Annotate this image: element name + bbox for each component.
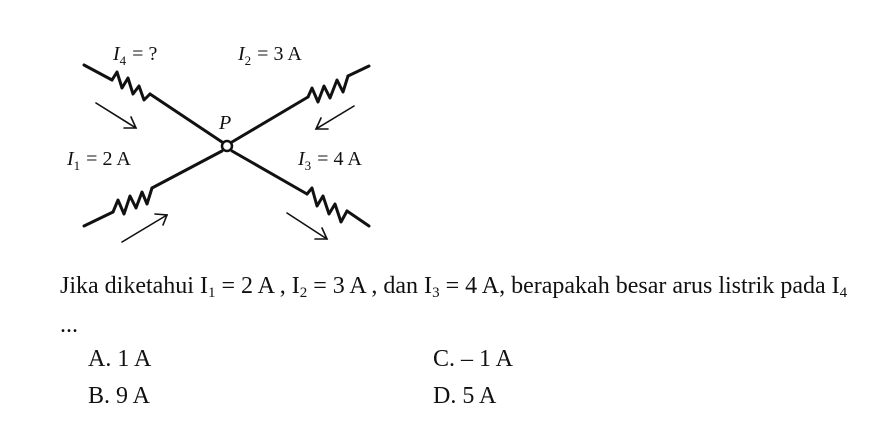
question-part: = 3 A , dan I <box>307 273 433 299</box>
label-i1: I1= 2 A <box>66 148 131 173</box>
label-i2: I2= 3 A <box>237 43 302 68</box>
wire-i4 <box>82 63 224 144</box>
question-part: Jika diketahui I <box>60 273 208 299</box>
wire-i1 <box>82 149 224 228</box>
arrow-i2-icon <box>314 105 355 130</box>
option-c[interactable]: C. – 1 A <box>433 346 514 372</box>
option-b[interactable]: B. 9 A <box>88 383 151 409</box>
question-part: ... <box>60 312 78 338</box>
arrow-i3-icon <box>286 212 329 240</box>
junction-node <box>220 139 234 153</box>
label-i3: I3= 4 A <box>297 148 362 173</box>
node-label: P <box>218 112 231 134</box>
arrow-i1-icon <box>121 213 169 243</box>
question-text: Jika diketahui I1 = 2 A , I2 = 3 A , dan… <box>60 268 850 343</box>
arrow-i4-icon <box>95 102 138 129</box>
question-subscript: 2 <box>299 285 308 301</box>
question-part: = 2 A , I <box>215 273 300 299</box>
question-subscript: 3 <box>432 285 440 301</box>
option-d[interactable]: D. 5 A <box>433 383 497 409</box>
wire-i3 <box>230 149 371 228</box>
question-subscript: 4 <box>839 285 848 301</box>
question-subscript: 1 <box>207 285 216 301</box>
wire-i2 <box>230 64 371 144</box>
question-part: = 4 A, berapakah besar arus listrik pada… <box>439 273 840 299</box>
option-a[interactable]: A. 1 A <box>88 346 152 372</box>
label-i4: I4= ? <box>112 43 157 68</box>
